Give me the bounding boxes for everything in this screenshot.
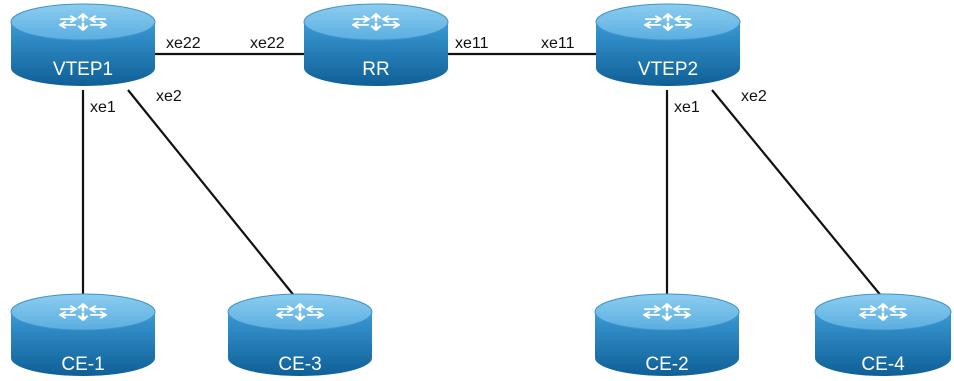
port-label-rr-xe11: xe11 <box>455 35 489 52</box>
port-label-vtep2-xe2: xe2 <box>741 88 767 105</box>
router-icon <box>227 293 373 376</box>
router-icon <box>594 293 740 376</box>
link-vtep2-ce4 <box>711 89 888 304</box>
router-label-ce2: CE-2 <box>645 354 688 375</box>
port-label-rr-xe22: xe22 <box>250 35 285 52</box>
router-vtep2: VTEP2 <box>595 3 741 86</box>
router-ce4: CE-4 <box>814 293 952 376</box>
router-vtep1: VTEP1 <box>10 3 156 86</box>
router-icon <box>10 3 156 86</box>
router-label-ce1: CE-1 <box>61 354 104 375</box>
router-ce1: CE-1 <box>10 293 156 376</box>
link-vtep1-ce3 <box>127 89 301 304</box>
port-label-vtep1-xe1: xe1 <box>90 99 116 116</box>
router-ce3: CE-3 <box>227 293 373 376</box>
router-icon <box>595 3 741 86</box>
router-icon <box>303 3 449 86</box>
router-label-vtep2: VTEP2 <box>638 59 698 80</box>
router-label-rr: RR <box>362 59 389 80</box>
router-icon <box>814 293 952 376</box>
router-label-vtep1: VTEP1 <box>53 59 113 80</box>
router-rr: RR <box>303 3 449 86</box>
port-label-vtep2-xe1: xe1 <box>674 99 700 116</box>
port-label-vtep1-xe22: xe22 <box>166 35 201 52</box>
router-label-ce4: CE-4 <box>861 354 905 375</box>
port-label-vtep1-xe2: xe2 <box>156 88 182 105</box>
port-label-vtep2-xe11: xe11 <box>541 35 575 52</box>
router-label-ce3: CE-3 <box>278 354 321 375</box>
router-ce2: CE-2 <box>594 293 740 376</box>
router-icon <box>10 293 156 376</box>
